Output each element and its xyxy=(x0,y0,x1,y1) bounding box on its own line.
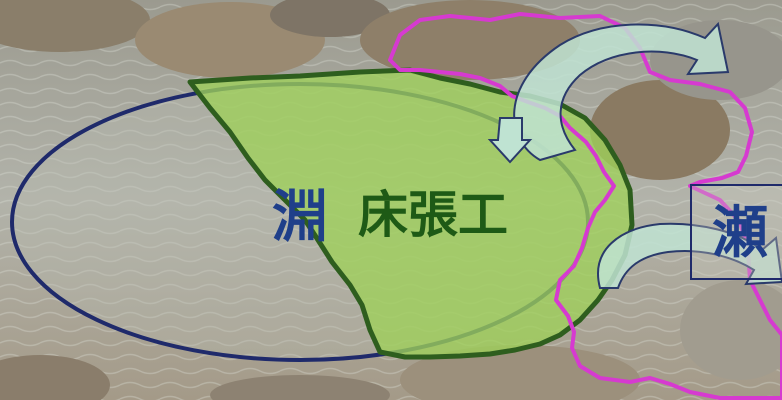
riffle-label-box xyxy=(690,184,782,280)
down-arrow xyxy=(487,117,533,164)
riffle-label: 瀬 xyxy=(712,201,768,266)
flow-arrow-bottom xyxy=(597,222,782,289)
flow-arrow-top xyxy=(513,21,730,162)
pool-label: 淵 xyxy=(272,185,328,250)
bed-works-label: 床張工 xyxy=(358,186,508,244)
